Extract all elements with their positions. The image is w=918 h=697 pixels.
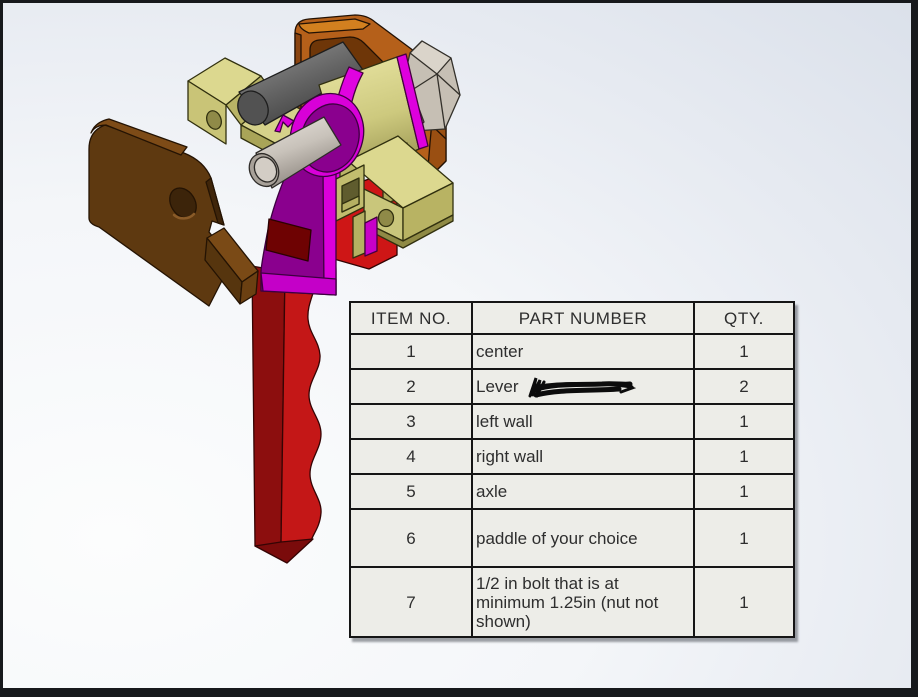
bom-part-cell[interactable]: Lever	[471, 368, 695, 405]
bom-header-row: ITEM NO. PART NUMBER QTY.	[349, 301, 795, 335]
bom-part-cell[interactable]: right wall	[471, 438, 695, 475]
bom-header-item-no[interactable]: ITEM NO.	[349, 301, 473, 335]
part-right-wall[interactable]	[335, 135, 454, 259]
part-paddle[interactable]	[88, 118, 259, 307]
bom-part-cell[interactable]: 1/2 in bolt that is at minimum 1.25in (n…	[471, 566, 695, 638]
bom-row-2: 2 Lever 2	[349, 368, 795, 405]
bom-qty-cell[interactable]: 1	[693, 566, 795, 638]
part-handle[interactable]	[251, 265, 322, 564]
bom-row-5: 5 axle 1	[349, 473, 795, 510]
bom-qty-cell[interactable]: 1	[693, 438, 795, 475]
bom-item-cell[interactable]: 6	[349, 508, 473, 568]
bom-item-cell[interactable]: 2	[349, 368, 473, 405]
bom-qty-cell[interactable]: 2	[693, 368, 795, 405]
bom-table: ITEM NO. PART NUMBER QTY. 1 center 1 2 L…	[349, 301, 795, 638]
bom-row-1: 1 center 1	[349, 333, 795, 370]
bom-part-cell[interactable]: paddle of your choice	[471, 508, 695, 568]
bom-item-cell[interactable]: 4	[349, 438, 473, 475]
bom-row-3: 3 left wall 1	[349, 403, 795, 440]
bom-qty-cell[interactable]: 1	[693, 473, 795, 510]
redaction-scribble	[528, 377, 636, 398]
bom-item-cell[interactable]: 1	[349, 333, 473, 370]
bom-row-7: 7 1/2 in bolt that is at minimum 1.25in …	[349, 566, 795, 638]
bom-row-6: 6 paddle of your choice 1	[349, 508, 795, 568]
bom-item-cell[interactable]: 7	[349, 566, 473, 638]
bom-part-text: Lever	[476, 377, 519, 396]
bom-part-cell[interactable]: left wall	[471, 403, 695, 440]
bom-header-part-number[interactable]: PART NUMBER	[471, 301, 695, 335]
bom-qty-cell[interactable]: 1	[693, 508, 795, 568]
assembly-isometric-view	[88, 14, 461, 564]
bom-header-qty[interactable]: QTY.	[693, 301, 795, 335]
bom-qty-cell[interactable]: 1	[693, 333, 795, 370]
bom-item-cell[interactable]: 3	[349, 403, 473, 440]
part-bolt-shaft[interactable]	[232, 41, 364, 130]
bom-item-cell[interactable]: 5	[349, 473, 473, 510]
bom-row-4: 4 right wall 1	[349, 438, 795, 475]
part-axle[interactable]	[244, 116, 342, 192]
bom-part-cell[interactable]: axle	[471, 473, 695, 510]
bom-part-cell[interactable]: center	[471, 333, 695, 370]
bom-qty-cell[interactable]: 1	[693, 403, 795, 440]
